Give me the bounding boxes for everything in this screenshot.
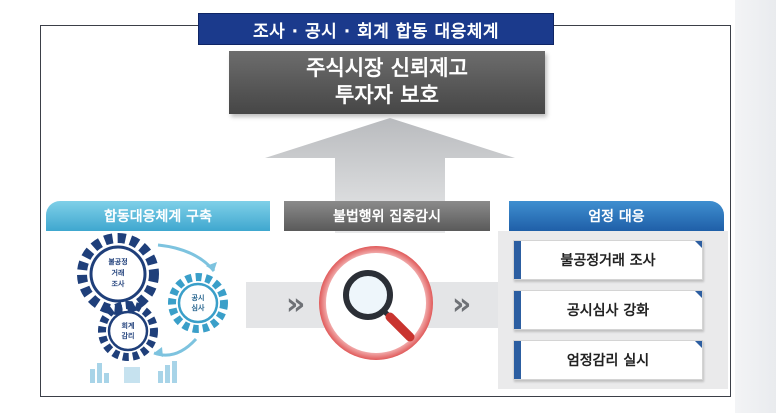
gear-investigation-label-1: 불공정 (108, 257, 127, 266)
diagram-title: 조사 · 공시 · 회계 합동 대응체계 (198, 13, 554, 45)
action-label: 공시심사 강화 (566, 303, 650, 319)
magnifier-icon (319, 246, 433, 360)
gear-disclosure-label-1: 공시 (192, 294, 205, 302)
bar-chart-decoration (90, 361, 177, 383)
gear-audit-label-2: 감리 (122, 331, 135, 340)
cycle-arrow-top (157, 243, 216, 272)
middle-panel-header: 불법행위 집중감시 (284, 201, 490, 231)
flow-chevron-right: » (452, 287, 472, 322)
left-panel-header: 합동대응체계 구축 (46, 201, 270, 231)
goal-line-1: 주식시장 신뢰제고 (306, 56, 468, 80)
upward-arrow (265, 118, 515, 233)
magnifier-illustration (316, 243, 436, 363)
gear-audit-label-1: 회계 (122, 321, 135, 330)
gear-audit-icon (98, 301, 158, 361)
gear-cycle-svg: 불공정 거래 조사 공시 심사 회계 감리 (77, 233, 228, 383)
action-label: 불공정거래 조사 (560, 253, 656, 269)
side-strip (735, 0, 776, 413)
flow-chevron-left: » (286, 287, 306, 322)
right-panel-header: 엄정 대응 (509, 201, 724, 231)
action-item-audit: 엄정감리 실시 (513, 340, 703, 380)
action-item-investigation: 불공정거래 조사 (513, 240, 703, 280)
gear-investigation-label-2: 거래 (112, 268, 125, 277)
action-label: 엄정감리 실시 (566, 353, 650, 369)
action-item-disclosure: 공시심사 강화 (513, 290, 703, 330)
goal-box: 주식시장 신뢰제고 투자자 보호 (229, 51, 545, 114)
goal-line-2: 투자자 보호 (335, 83, 439, 107)
gear-disclosure-label-2: 심사 (192, 303, 205, 312)
gear-investigation-label-3: 조사 (112, 279, 125, 288)
gear-disclosure-icon (168, 273, 228, 333)
gears-illustration: 불공정 거래 조사 공시 심사 회계 감리 (46, 231, 246, 386)
